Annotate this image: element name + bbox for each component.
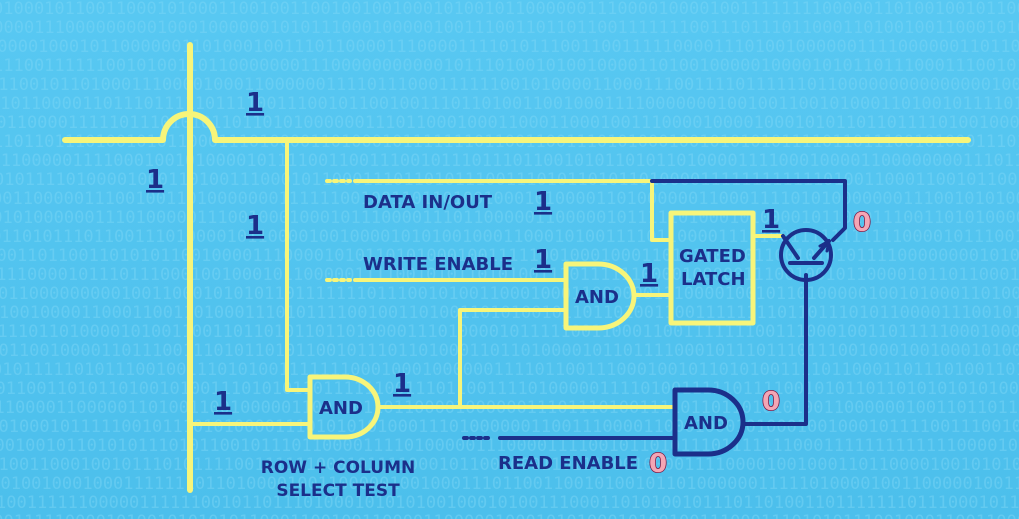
transistor-output-wire [741, 273, 808, 426]
binary-row: 1001001000100011111110110100001001100000… [0, 474, 1019, 494]
gated-latch-label-line2: LATCH [681, 269, 746, 290]
binary-row: 0100110110011010101100100001110000101011… [0, 246, 1019, 266]
binary-row: 0101111101011100100111010100111111100010… [0, 360, 1019, 380]
transistor-output-value: 0 [853, 208, 871, 238]
binary-row: 0111000010111011100010010001011000001111… [0, 265, 1019, 285]
binary-row: 1001000011000110011010001110101111001001… [0, 303, 1019, 323]
top-bus-wire [62, 111, 971, 143]
row-column-label-line2: SELECT TEST [276, 481, 400, 501]
binary-row: 1000100101101010111010110010111011000011… [0, 436, 1019, 456]
row-column-input-value: 1 [214, 387, 232, 417]
binary-row: 0001100110101101001010011101010110111111… [0, 379, 1019, 399]
top-bus-value: 1 [246, 88, 264, 118]
select-and-output-value: 1 [393, 369, 411, 399]
binary-row: 1111101101000010100110011011010110110100… [0, 322, 1019, 342]
transistor-icon [779, 228, 833, 282]
transistor-feedback-wire [650, 179, 847, 242]
binary-row: 1001111110000011111100101101110100010101… [0, 493, 1019, 513]
column-select-wire [285, 138, 312, 392]
binary-row: 1101100100001101110011101011010110010111… [0, 341, 1019, 361]
and-to-latch-value: 1 [640, 259, 658, 289]
binary-row: 1011000011111011101010110110101000000111… [0, 113, 1019, 133]
data-in-out-value: 1 [534, 187, 552, 217]
binary-row: 0001111100001010010101010110001100100110… [0, 512, 1019, 519]
read-enable-value: 0 [649, 449, 667, 479]
row-column-label-line1: ROW + COLUMN [261, 458, 415, 478]
gated-latch-label-line1: GATED [679, 246, 746, 267]
latch-output-value: 1 [762, 205, 780, 235]
binary-row: 1110011111100101001101100000001110000000… [0, 56, 1019, 76]
select-and-gate [307, 374, 381, 440]
write-enable-label: WRITE ENABLE [363, 254, 513, 275]
binary-row: 1011010111011001110100001011000010010000… [0, 227, 1019, 247]
binary-row: 0100010110011000101000110010011001001001… [0, 0, 1019, 19]
binary-row: 0010100000011101000001110010001000101110… [0, 208, 1019, 228]
left-column-value: 1 [146, 165, 164, 195]
binary-row: 0110010110100011100001000110000001111011… [0, 75, 1019, 95]
data-in-wire [353, 179, 673, 242]
binary-row: 1000011100000000010001000000101011100010… [0, 18, 1019, 38]
select-and-gate-label: AND [319, 398, 363, 419]
binary-row: 0110000000001001100010101011011111110111… [0, 284, 1019, 304]
binary-row: 0111100000111100010010100001011110011001… [0, 151, 1019, 171]
binary-row: 1101100001101110111110111100111001011001… [0, 94, 1019, 114]
write-and-gate-label: AND [575, 287, 619, 308]
binary-row: 0000010001011000000110100010011101100001… [0, 37, 1019, 57]
transistor-arrow-icon [818, 239, 831, 253]
read-enable-label: READ ENABLE [498, 453, 638, 474]
binary-row: 0011000001110010011010000000111111001001… [0, 189, 1019, 209]
binary-row: 0010011000100101110101111001111110001011… [0, 455, 1019, 475]
vertical-branch-value: 1 [246, 211, 264, 241]
read-and-gate [672, 387, 746, 457]
write-enable-value: 1 [534, 245, 552, 275]
select-branch-wire [458, 308, 568, 409]
write-and-gate [563, 261, 637, 331]
gated-latch-box [668, 210, 756, 326]
data-in-out-label: DATA IN/OUT [363, 192, 493, 213]
read-and-gate-label: AND [684, 413, 728, 434]
transistor-collector-line [781, 234, 800, 260]
read-and-output-value: 0 [762, 387, 780, 417]
